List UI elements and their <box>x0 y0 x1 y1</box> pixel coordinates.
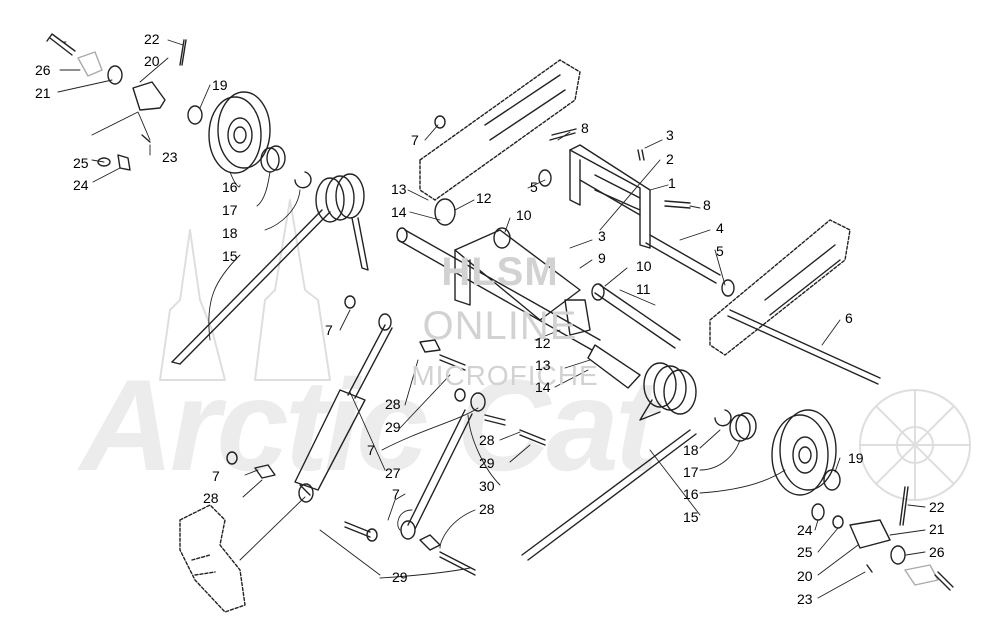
callout-label: 15 <box>222 248 238 264</box>
callout-label: 12 <box>535 335 551 351</box>
bushing-14 <box>587 344 641 389</box>
lower-mount-bracket <box>179 504 246 613</box>
callout-label: 7 <box>392 486 400 502</box>
callout-label: 14 <box>391 204 407 220</box>
callout-label: 7 <box>212 468 220 484</box>
callout-label: 30 <box>479 478 495 494</box>
brand-watermark: Arctic Cat <box>80 352 658 498</box>
callout-label: 25 <box>797 544 813 560</box>
bolts-and-bushings <box>226 295 546 576</box>
bolt-6 <box>727 309 881 385</box>
callout-label: 22 <box>144 31 160 47</box>
callout-label: 1 <box>668 175 676 191</box>
watermark-tower-right <box>254 199 331 381</box>
callout-label: 19 <box>848 450 864 466</box>
callout-label: 6 <box>845 310 853 326</box>
callout-label: 5 <box>530 179 538 195</box>
callout-label: 21 <box>929 521 945 537</box>
callout-label: 4 <box>716 220 724 236</box>
callout-label: 24 <box>73 177 89 193</box>
callout-label: 27 <box>385 465 401 481</box>
callout-label: 7 <box>411 132 419 148</box>
callout-label: 7 <box>367 442 375 458</box>
callout-label: 18 <box>222 225 238 241</box>
callout-label: 28 <box>203 490 219 506</box>
callout-label: 16 <box>683 486 699 502</box>
callout-label: 13 <box>535 357 551 373</box>
callout-label: 19 <box>212 77 228 93</box>
callout-label: 5 <box>716 243 724 259</box>
leader-lines <box>57 39 926 599</box>
left-torsion-spring <box>171 173 369 365</box>
callout-label: 16 <box>222 179 238 195</box>
callout-label: 26 <box>929 544 945 560</box>
link-arm <box>400 392 506 540</box>
callout-label: 26 <box>35 62 51 78</box>
bushing-10-upper <box>493 227 511 249</box>
callout-label: 14 <box>535 379 551 395</box>
callout-label: 7 <box>325 322 333 338</box>
callout-label: 17 <box>222 202 238 218</box>
callout-label: 29 <box>479 455 495 471</box>
watermark-line-hlsm: HLSM <box>441 250 559 294</box>
callout-label: 29 <box>392 569 408 585</box>
callout-label: 21 <box>35 85 51 101</box>
shaft-11 <box>594 284 681 349</box>
watermark-line-online: ONLINE <box>422 304 578 348</box>
right-idler-wheel <box>714 409 954 591</box>
callout-label: 20 <box>144 53 160 69</box>
callout-label: 28 <box>479 501 495 517</box>
slide-rail-lower <box>709 219 851 356</box>
left-idler-wheel <box>46 33 312 189</box>
mount-bracket <box>569 144 651 249</box>
callout-label: 17 <box>683 464 699 480</box>
pivot-arm <box>454 229 591 336</box>
slide-rail-upper <box>419 59 581 201</box>
callout-label: 3 <box>598 228 606 244</box>
callout-label: 29 <box>385 419 401 435</box>
callout-label: 8 <box>581 120 589 136</box>
callout-label: 25 <box>73 155 89 171</box>
callout-label: 3 <box>666 127 674 143</box>
callout-label: 9 <box>598 250 606 266</box>
callout-label: 10 <box>636 258 652 274</box>
right-torsion-spring <box>521 362 697 561</box>
callout-label: 23 <box>162 149 178 165</box>
callout-label: 28 <box>385 396 401 412</box>
callout-label: 20 <box>797 568 813 584</box>
callout-label: 13 <box>391 181 407 197</box>
callout-label: 22 <box>929 499 945 515</box>
callout-label: 12 <box>476 190 492 206</box>
callout-label: 2 <box>666 151 674 167</box>
watermark-line-microfiche: MICROFICHE <box>411 360 599 391</box>
callout-label: 8 <box>703 197 711 213</box>
callout-label: 28 <box>479 432 495 448</box>
callout-label: 18 <box>683 442 699 458</box>
callout-label: 23 <box>797 591 813 607</box>
callout-label: 24 <box>797 522 813 538</box>
callout-label: 10 <box>516 207 532 223</box>
watermark-tower-left <box>159 229 226 381</box>
callout-label: 11 <box>636 281 651 297</box>
callout-label: 15 <box>683 509 699 525</box>
shaft-4 <box>645 234 721 284</box>
shock-absorber <box>294 313 393 503</box>
bushing-12-upper <box>434 198 456 226</box>
